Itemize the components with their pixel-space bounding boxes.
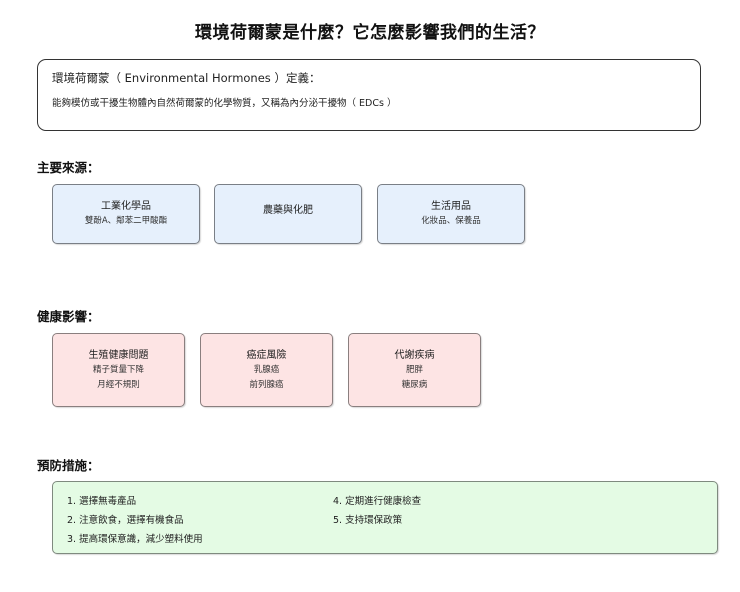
source-card-pesticides-fertilizers: 農藥與化肥 (214, 184, 362, 244)
health-card-detail: 乳腺癌 (253, 364, 280, 375)
source-card-title: 生活用品 (431, 201, 471, 212)
prevention-item: 3. 提高環保意識，減少塑料使用 (67, 534, 203, 545)
prevention-item: 1. 選擇無毒產品 (67, 496, 137, 507)
source-card-industrial-chemicals: 工業化學品 雙酚A、鄰苯二甲酸酯 (52, 184, 200, 244)
health-card-detail: 月經不規則 (97, 379, 140, 390)
health-card-detail: 糖尿病 (401, 379, 428, 390)
sources-section-label: 主要來源： (37, 160, 100, 175)
health-card-title: 癌症風險 (246, 349, 287, 361)
prevention-section-label: 預防措施： (37, 458, 100, 473)
page-title: 環境荷爾蒙是什麼？它怎麼影響我們的生活？ (195, 23, 545, 43)
definition-box: 環境荷爾蒙（ Environmental Hormones ）定義： 能夠模仿或… (37, 59, 701, 131)
source-card-daily-products: 生活用品 化妝品、保養品 (377, 184, 525, 244)
health-card-cancer-risk: 癌症風險 乳腺癌 前列腺癌 (200, 333, 333, 407)
health-card-detail: 肥胖 (405, 364, 423, 375)
health-card-title: 生殖健康問題 (88, 349, 149, 361)
prevention-box: 1. 選擇無毒產品 2. 注意飲食，選擇有機食品 3. 提高環保意識，減少塑料使… (52, 481, 718, 554)
prevention-item: 2. 注意飲食，選擇有機食品 (67, 515, 184, 526)
source-card-title: 工業化學品 (101, 201, 151, 212)
prevention-item: 4. 定期進行健康檢查 (333, 496, 422, 507)
source-card-detail: 雙酚A、鄰苯二甲酸酯 (84, 216, 168, 226)
source-card-detail: 化妝品、保養品 (421, 216, 481, 226)
health-card-detail: 前列腺癌 (249, 379, 284, 390)
prevention-column-left: 1. 選擇無毒產品 2. 注意飲食，選擇有機食品 3. 提高環保意識，減少塑料使… (67, 492, 203, 549)
health-card-metabolic: 代謝疾病 肥胖 糖尿病 (348, 333, 481, 407)
health-card-detail: 精子質量下降 (92, 364, 144, 375)
prevention-column-right: 4. 定期進行健康檢查 5. 支持環保政策 (333, 492, 421, 530)
health-card-title: 代謝疾病 (394, 349, 435, 361)
health-card-reproductive: 生殖健康問題 精子質量下降 月經不規則 (52, 333, 185, 407)
prevention-item: 5. 支持環保政策 (333, 515, 403, 526)
source-card-title: 農藥與化肥 (263, 205, 313, 216)
definition-heading: 環境荷爾蒙（ Environmental Hormones ）定義： (52, 71, 321, 85)
definition-body: 能夠模仿或干擾生物體內自然荷爾蒙的化學物質，又稱為內分泌干擾物（ EDCs ） (52, 98, 397, 109)
health-section-label: 健康影響： (37, 309, 100, 324)
